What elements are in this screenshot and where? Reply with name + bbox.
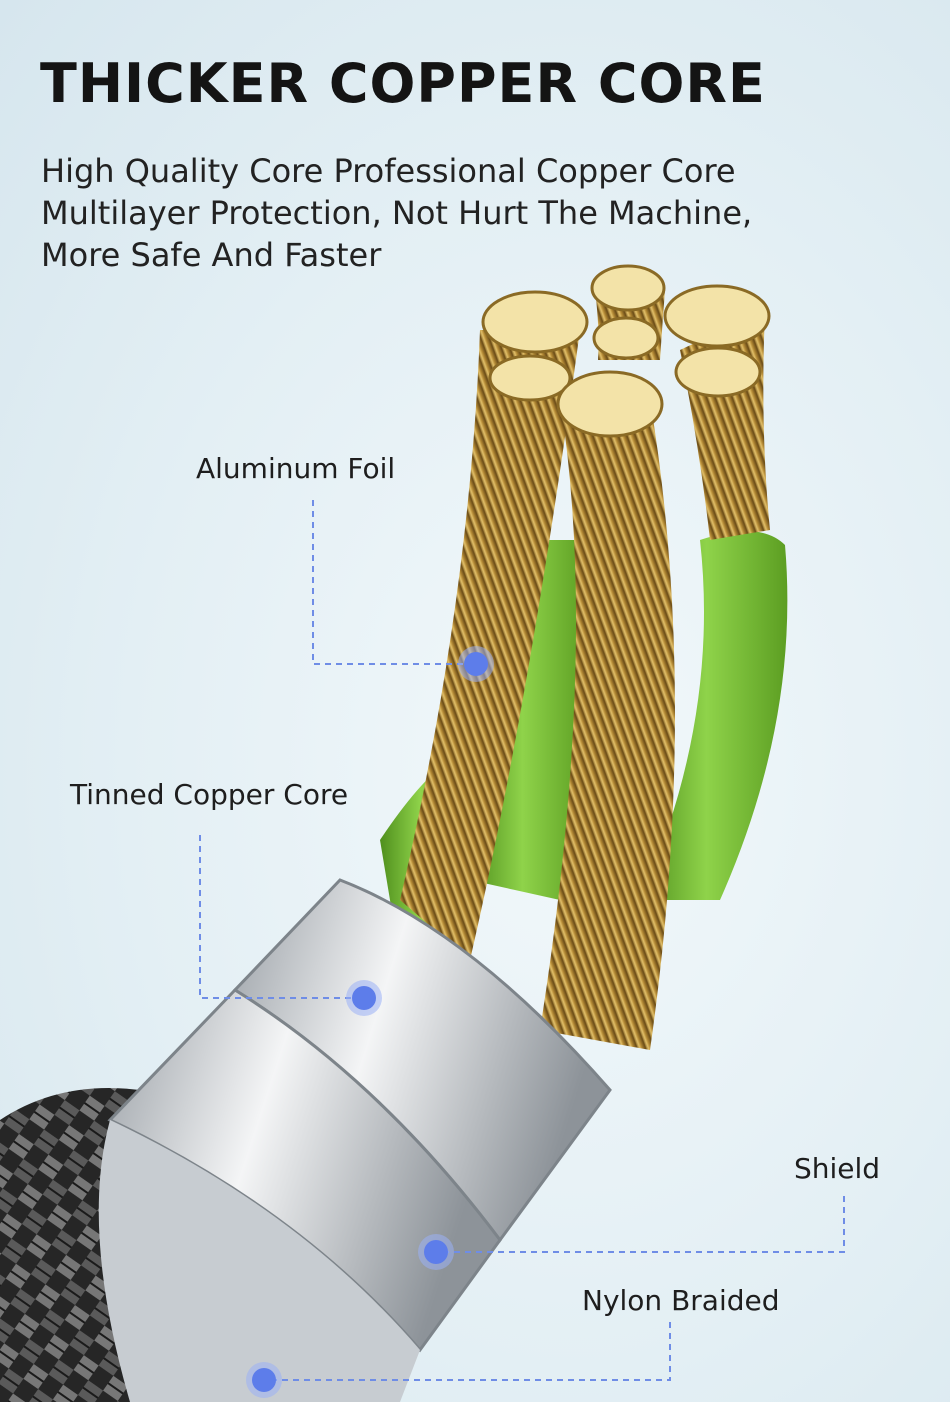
callout-lines [199,500,845,1381]
shield-sleeve-lower [98,1120,420,1402]
aluminum-foil-label: Aluminum Foil [196,452,396,485]
aluminum-foil-marker [464,652,488,676]
tinned-copper-core-label: Tinned Copper Core [70,778,349,811]
subtitle-line-3: More Safe And Faster [41,236,382,274]
copper-bundle-2 [540,400,675,1050]
nylon-braided-marker [252,1368,276,1392]
nylon-braided-label: Nylon Braided [582,1284,780,1317]
copper-bundle-1 [400,330,580,960]
page-title: THICKER COPPER CORE [40,52,766,115]
subtitle-line-1: High Quality Core Professional Copper Co… [41,152,736,190]
subtitle-line-2: Multilayer Protection, Not Hurt The Mach… [41,194,753,232]
green-insulation-2 [640,531,788,900]
shield-label: Shield [794,1152,881,1185]
subtitle: High Quality Core Professional Copper Co… [41,150,901,276]
shield-marker [424,1240,448,1264]
tinned-copper-core-marker [352,986,376,1010]
strand-ends [481,264,771,438]
